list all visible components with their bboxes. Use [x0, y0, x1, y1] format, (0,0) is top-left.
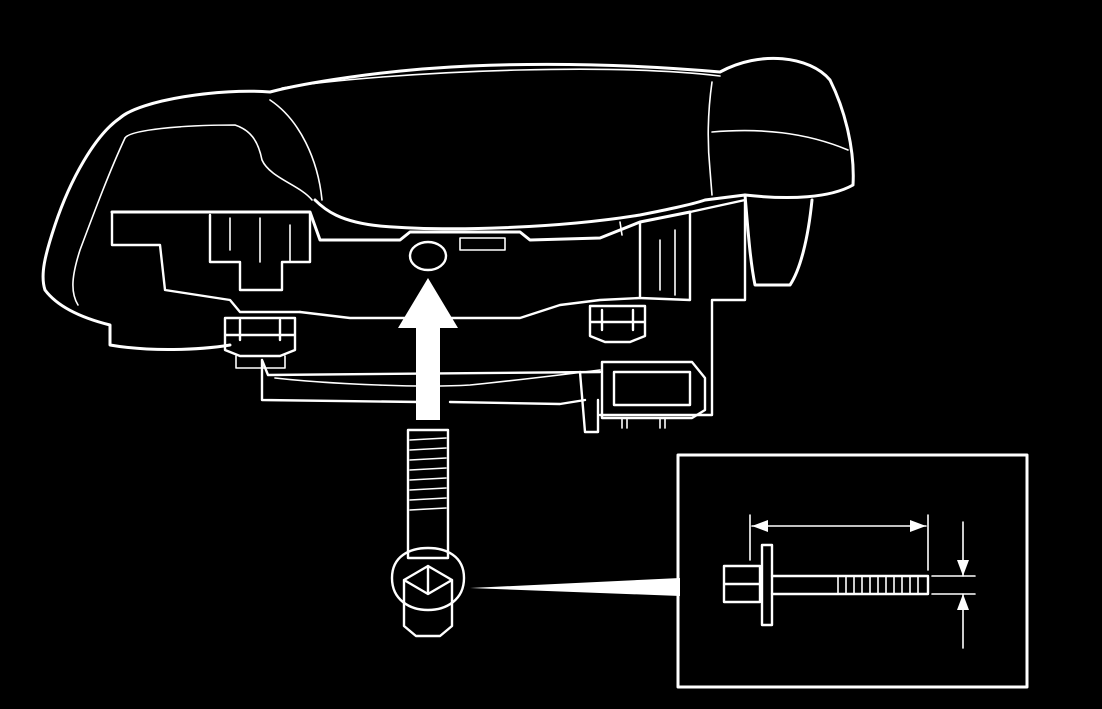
- seat-connector-pins: [621, 417, 666, 429]
- seat-right-bolster-inner: [707, 81, 713, 196]
- seat-bolt: [390, 428, 466, 638]
- installation-arrow-up: [398, 278, 458, 420]
- seat-right-bolster-crease: [711, 129, 849, 151]
- seat-left-bolster-fold: [269, 99, 323, 201]
- bolt-detail-inset: [676, 453, 1029, 689]
- seat-cushion-top: [118, 56, 855, 231]
- seat-bolt-shank: [406, 428, 450, 560]
- seat-frame-left-bracket: [208, 210, 312, 292]
- inset-bolt-head: [722, 564, 762, 604]
- seat-left-bolster: [41, 116, 232, 351]
- seat-frame-left-block: [110, 210, 302, 314]
- left-mounting-nut: [223, 316, 297, 358]
- seat-bolt-flange: [390, 546, 466, 612]
- seat-cushion-assembly: [41, 56, 855, 434]
- seat-frame-lower-rail: [260, 358, 602, 406]
- seat-frame-right-detail: [459, 221, 676, 296]
- diameter-arrowhead-top: [957, 560, 969, 576]
- right-mounting-nut: [588, 304, 647, 344]
- inset-bolt-shank: [770, 574, 930, 596]
- detail-callout-pointer: [470, 578, 680, 596]
- seat-cushion-top-contour: [281, 68, 721, 89]
- seat-frame-lower-rail-inner: [274, 369, 601, 387]
- seat-connector: [600, 360, 707, 420]
- seat-right-bolster-side: [743, 193, 814, 287]
- seat-left-bolster-edge: [72, 137, 126, 306]
- inset-bolt-threads: [837, 575, 919, 595]
- length-arrowhead-right: [910, 520, 926, 532]
- length-arrowhead-left: [752, 520, 768, 532]
- inset-bolt-flange: [760, 543, 774, 627]
- seat-frame-center-rail: [298, 296, 642, 320]
- seat-frame-detail-1: [229, 217, 291, 263]
- left-mounting-nut-base: [235, 355, 286, 369]
- bolt-diameter-dimension: [931, 521, 976, 649]
- bolt-detail-frame: [676, 453, 1029, 689]
- seat-bolt-hex-head: [402, 564, 454, 638]
- diameter-arrowhead-bottom: [957, 594, 969, 610]
- seat-frame-underside: [110, 210, 692, 242]
- seat-left-bolster-inner: [124, 124, 313, 201]
- bolt-length-dimension: [749, 514, 929, 571]
- seat-bolt-threads: [409, 437, 447, 511]
- seat-bolt-hole: [408, 240, 448, 272]
- seat-frame-right-block: [598, 198, 747, 417]
- seat-frame-rear-leg: [578, 370, 600, 434]
